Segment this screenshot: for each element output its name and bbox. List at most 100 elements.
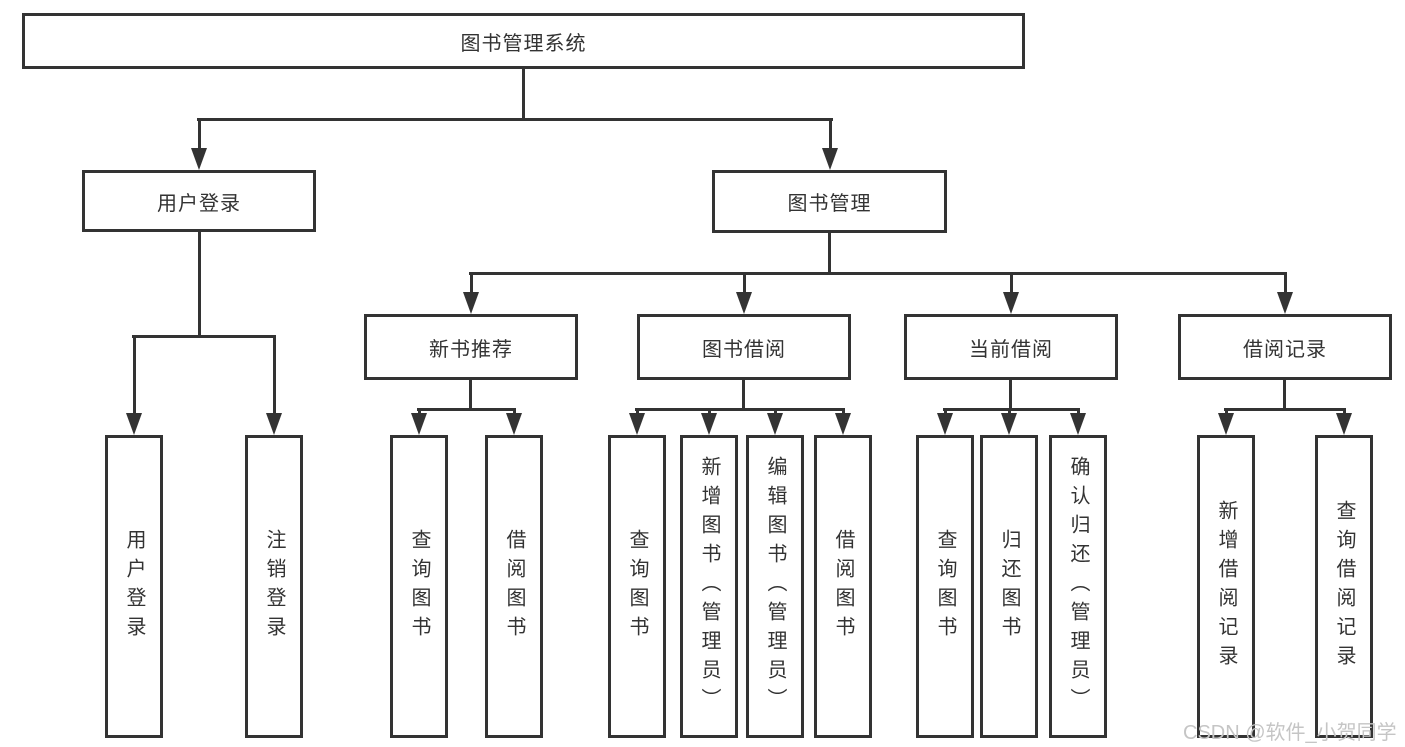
connector-borrow-trunk	[742, 378, 745, 408]
connector-borrow-bar	[635, 408, 845, 411]
arrow-to-recommend-borrow-books-shaft	[512, 408, 516, 413]
arrow-to-borrow-borrow-books-shaft	[841, 408, 845, 413]
arrow-to-current-borrow-head	[1003, 292, 1019, 314]
arrow-to-book-borrow-head	[736, 292, 752, 314]
leaf-borrow-edit-books-admin: 编辑图书（管理员）	[746, 435, 804, 738]
connector-book-management-trunk	[828, 233, 831, 272]
arrow-to-borrow-add-books-head	[701, 413, 717, 435]
leaf-borrow-query-books-label: 查询图书	[626, 528, 648, 645]
node-book-borrow-label: 图书借阅	[702, 338, 786, 361]
connector-recommend-bar	[417, 408, 516, 411]
connector-recommend-trunk	[469, 378, 472, 408]
node-book-management-label: 图书管理	[787, 193, 872, 215]
arrow-to-recommend-query-books	[411, 408, 427, 435]
arrow-to-records-add-record-head	[1218, 413, 1234, 435]
arrow-to-borrow-edit-books-head	[767, 413, 783, 435]
node-user-login-label: 用户登录	[157, 192, 241, 215]
arrow-to-user-login-shaft	[197, 118, 201, 148]
arrow-to-records-query-record	[1336, 408, 1352, 435]
arrow-to-borrow-records-shaft	[1283, 272, 1287, 292]
arrow-to-current-query-books	[937, 408, 953, 435]
arrow-to-borrow-borrow-books-head	[835, 413, 851, 435]
arrow-to-borrow-query-books	[629, 408, 645, 435]
arrow-to-borrow-add-books-shaft	[707, 408, 711, 413]
node-user-login: 用户登录	[82, 170, 316, 232]
arrow-to-current-confirm-return-head	[1070, 413, 1086, 435]
arrow-to-leaf-logout-shaft	[272, 335, 276, 413]
leaf-records-add-record-label: 新增借阅记录	[1215, 499, 1237, 674]
arrow-to-user-login	[191, 118, 207, 170]
arrow-to-book-management-head	[822, 148, 838, 170]
leaf-records-query-record: 查询借阅记录	[1315, 435, 1373, 738]
watermark: CSDN @软件_小贺同学	[1183, 722, 1397, 744]
leaf-borrow-add-books-admin-label: 新增图书（管理员）	[698, 456, 720, 717]
arrow-to-borrow-add-books	[701, 408, 717, 435]
arrow-to-borrow-edit-books-shaft	[773, 408, 777, 413]
arrow-to-user-login-head	[191, 148, 207, 170]
arrow-to-current-confirm-return	[1070, 408, 1086, 435]
arrow-to-borrow-query-books-shaft	[635, 408, 639, 413]
leaf-records-query-record-label: 查询借阅记录	[1333, 499, 1355, 674]
leaf-current-confirm-return-admin: 确认归还（管理员）	[1049, 435, 1107, 738]
arrow-to-borrow-query-books-head	[629, 413, 645, 435]
arrow-to-leaf-logout-head	[266, 413, 282, 435]
arrow-to-new-book-recommend-shaft	[469, 272, 473, 292]
leaf-records-add-record: 新增借阅记录	[1197, 435, 1255, 738]
arrow-to-recommend-query-books-shaft	[417, 408, 421, 413]
connector-current-trunk	[1009, 378, 1012, 408]
leaf-current-return-books-label: 归还图书	[998, 528, 1020, 645]
connector-user-login-bar	[132, 335, 276, 338]
arrow-to-current-borrow	[1003, 272, 1019, 314]
arrow-to-leaf-logout	[266, 335, 282, 435]
node-current-borrow: 当前借阅	[904, 314, 1118, 380]
connector-records-bar	[1224, 408, 1346, 411]
arrow-to-current-query-books-shaft	[943, 408, 947, 413]
arrow-to-current-query-books-head	[937, 413, 953, 435]
leaf-current-query-books: 查询图书	[916, 435, 974, 738]
leaf-recommend-query-books: 查询图书	[390, 435, 448, 738]
connector-records-trunk	[1283, 378, 1286, 408]
leaf-recommend-query-books-label: 查询图书	[408, 528, 430, 645]
arrow-to-records-add-record-shaft	[1224, 408, 1228, 413]
connector-book-management-bar	[469, 272, 1287, 275]
arrow-to-leaf-user-login-head	[126, 413, 142, 435]
leaf-logout: 注销登录	[245, 435, 303, 738]
arrow-to-current-return-books	[1001, 408, 1017, 435]
arrow-to-new-book-recommend-head	[463, 292, 479, 314]
leaf-recommend-borrow-books: 借阅图书	[485, 435, 543, 738]
arrow-to-book-management-shaft	[828, 118, 832, 148]
leaf-recommend-borrow-books-label: 借阅图书	[503, 528, 525, 645]
arrow-to-leaf-user-login	[126, 335, 142, 435]
node-new-book-recommend-label: 新书推荐	[429, 338, 513, 361]
arrow-to-borrow-edit-books	[767, 408, 783, 435]
leaf-logout-label: 注销登录	[263, 528, 285, 645]
arrow-to-recommend-borrow-books	[506, 408, 522, 435]
leaf-current-return-books: 归还图书	[980, 435, 1038, 738]
arrow-to-borrow-records	[1277, 272, 1293, 314]
arrow-to-leaf-user-login-shaft	[132, 335, 136, 413]
arrow-to-recommend-borrow-books-head	[506, 413, 522, 435]
arrow-to-current-borrow-shaft	[1009, 272, 1013, 292]
leaf-borrow-add-books-admin: 新增图书（管理员）	[680, 435, 738, 738]
connector-root-trunk	[522, 69, 525, 118]
connector-user-login-trunk	[198, 232, 201, 335]
arrow-to-records-add-record	[1218, 408, 1234, 435]
arrow-to-borrow-records-head	[1277, 292, 1293, 314]
leaf-current-confirm-return-admin-label: 确认归还（管理员）	[1067, 456, 1089, 717]
arrow-to-records-query-record-head	[1336, 413, 1352, 435]
arrow-to-new-book-recommend	[463, 272, 479, 314]
leaf-borrow-query-books: 查询图书	[608, 435, 666, 738]
leaf-current-query-books-label: 查询图书	[934, 528, 956, 645]
node-book-management: 图书管理	[712, 170, 947, 233]
leaf-borrow-borrow-books-label: 借阅图书	[832, 528, 854, 645]
leaf-user-login: 用户登录	[105, 435, 163, 738]
leaf-borrow-borrow-books: 借阅图书	[814, 435, 872, 738]
arrow-to-book-borrow-shaft	[742, 272, 746, 292]
arrow-to-current-return-books-shaft	[1007, 408, 1011, 413]
node-new-book-recommend: 新书推荐	[364, 314, 578, 380]
node-book-borrow: 图书借阅	[637, 314, 851, 380]
arrow-to-records-query-record-shaft	[1342, 408, 1346, 413]
leaf-user-login-label: 用户登录	[123, 528, 145, 645]
arrow-to-book-management	[822, 118, 838, 170]
